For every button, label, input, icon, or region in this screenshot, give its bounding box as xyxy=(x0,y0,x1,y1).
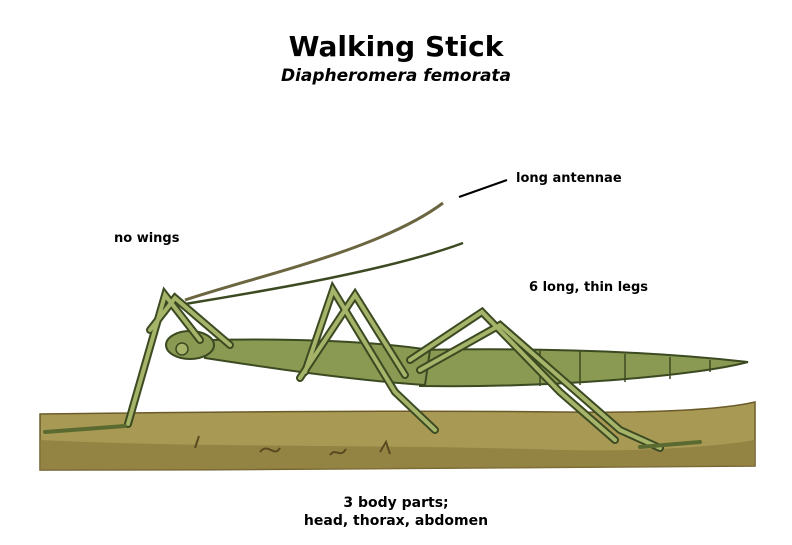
abdomen xyxy=(419,348,749,388)
label-legs: 6 long, thin legs xyxy=(529,280,649,295)
subtitle: Diapheromera femorata xyxy=(280,66,512,86)
label-wings: no wings xyxy=(114,231,180,246)
caption-line-2: head, thorax, abdomen xyxy=(303,513,489,529)
label-antennae: long antennae xyxy=(516,171,622,186)
caption-line-1: 3 body parts; xyxy=(343,495,449,511)
title: Walking Stick xyxy=(288,30,504,63)
antennae-pointer xyxy=(458,179,508,198)
antenna-2 xyxy=(184,241,464,306)
caption: 3 body parts; head, thorax, abdomen xyxy=(0,494,792,530)
eye xyxy=(175,342,189,356)
head xyxy=(165,330,215,360)
ground-shading xyxy=(40,440,755,470)
antenna-1 xyxy=(184,201,444,302)
